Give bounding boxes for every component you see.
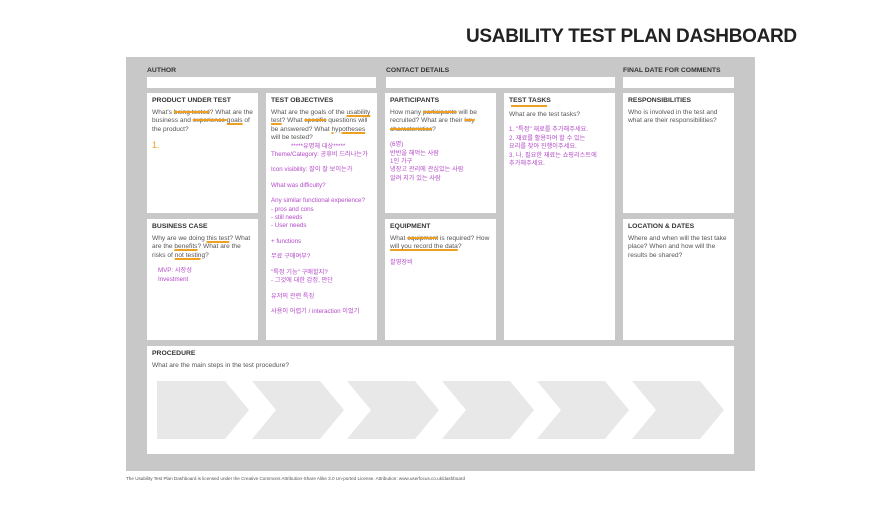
objective-note: "특정 기능" 구매할지? <box>271 268 328 276</box>
objective-note: - still needs <box>271 214 303 222</box>
author-label: AUTHOR <box>147 67 177 74</box>
equipment-title: EQUIPMENT <box>390 223 431 230</box>
tasks-title: TEST TASKS <box>509 97 551 104</box>
procedure-step-4[interactable] <box>442 381 534 439</box>
task-note: 추가해주세요. <box>509 160 545 168</box>
objectives-question: What are the goals of the usability test… <box>271 109 371 142</box>
objective-note: 무료 구매여부? <box>271 253 311 261</box>
participant-note: 1인 가구 <box>390 158 413 166</box>
task-note: 요리를 찾아 진행이주세요. <box>509 143 577 151</box>
product-note: 1. <box>152 140 160 151</box>
tasks-question: What are the test tasks? <box>509 111 581 118</box>
equipment-card[interactable]: EQUIPMENT What equipment is required? Ho… <box>385 219 496 340</box>
task-note: 2. 재료를 활용하여 할 수 있는 <box>509 134 586 142</box>
product-card[interactable]: PRODUCT UNDER TEST What's being tested? … <box>147 93 258 213</box>
dashboard-title: USABILITY TEST PLAN DASHBOARD <box>466 26 797 47</box>
final-date-field[interactable] <box>623 77 734 88</box>
objective-note: Any similar functional experience? <box>271 197 365 205</box>
equipment-question: What equipment is required? How will you… <box>390 235 490 251</box>
objective-note: What was difficulty? <box>271 181 326 189</box>
participant-note: 반반을 해먹는 사람 <box>390 149 439 157</box>
business-title: BUSINESS CASE <box>152 223 208 230</box>
procedure-step-1[interactable] <box>157 381 249 439</box>
responsibilities-question: Who is involved in the test and what are… <box>628 109 718 125</box>
procedure-step-2[interactable] <box>252 381 344 439</box>
location-card[interactable]: LOCATION & DATES Where and when will the… <box>623 219 734 340</box>
objective-note: *****유명체 대상***** <box>291 142 346 150</box>
business-note: Investment <box>158 275 189 283</box>
procedure-question: What are the main steps in the test proc… <box>152 362 290 369</box>
tasks-card[interactable]: TEST TASKS What are the test tasks? 1. "… <box>504 93 615 340</box>
objectives-title: TEST OBJECTIVES <box>271 97 334 104</box>
location-title: LOCATION & DATES <box>628 223 695 230</box>
participant-note: 냉장고 관리에 관심있는 사람 <box>390 166 464 174</box>
objective-note: Icon visibility: 잘이 잘 보이는가 <box>271 166 353 174</box>
participants-question: How many participants will be recruited?… <box>390 109 477 133</box>
procedure-step-5[interactable] <box>537 381 629 439</box>
objective-note: 사용이 어렵기 / interaction 이었기 <box>271 307 360 315</box>
business-card[interactable]: BUSINESS CASE Why are we doing this test… <box>147 219 258 340</box>
business-note: MVP: 시장성 <box>158 267 192 275</box>
objective-note: - 그것에 대한 감정, 판단 <box>271 277 333 285</box>
procedure-title: PROCEDURE <box>152 350 196 357</box>
objective-note: + functions <box>271 237 302 245</box>
task-note: 3. 나, 필요한 재료는 쇼핑리스트에 <box>509 151 597 159</box>
objective-note: - pros and cons <box>271 205 314 213</box>
objective-note: - User needs <box>271 222 307 230</box>
procedure-step-3[interactable] <box>347 381 439 439</box>
product-question: What's being tested? What are the busine… <box>152 109 253 133</box>
objective-note: Theme/Category: 공휴비 드러나는가 <box>271 151 368 159</box>
tasks-title-underline <box>511 105 547 107</box>
equipment-note: 촬영장비 <box>390 258 413 266</box>
participant-note: (6명) <box>390 141 404 149</box>
contact-field[interactable] <box>386 77 615 88</box>
objectives-card[interactable]: TEST OBJECTIVES What are the goals of th… <box>266 93 377 340</box>
final-date-label: FINAL DATE FOR COMMENTS <box>623 67 721 74</box>
responsibilities-title: RESPONSIBILITIES <box>628 97 692 104</box>
business-question: Why are we doing this test? What are the… <box>152 235 251 259</box>
procedure-step-6[interactable] <box>632 381 724 439</box>
contact-label: CONTACT DETAILS <box>386 67 450 74</box>
location-question: Where and when will the test take place?… <box>628 235 727 259</box>
participants-card[interactable]: PARTICIPANTS How many participants will … <box>385 93 496 213</box>
license-footer: The Usability Test Plan Dashboard is lic… <box>126 476 466 481</box>
participant-note: 알려 지가 있는 사람 <box>390 174 441 182</box>
product-title: PRODUCT UNDER TEST <box>152 97 231 104</box>
responsibilities-card[interactable]: RESPONSIBILITIES Who is involved in the … <box>623 93 734 213</box>
objective-note: 유저의 관련 특징 <box>271 292 315 300</box>
task-note: 1. "특정" 재료를 추가해주세요. <box>509 126 589 134</box>
procedure-steps <box>157 381 724 439</box>
author-field[interactable] <box>147 77 376 88</box>
participants-title: PARTICIPANTS <box>390 97 440 104</box>
